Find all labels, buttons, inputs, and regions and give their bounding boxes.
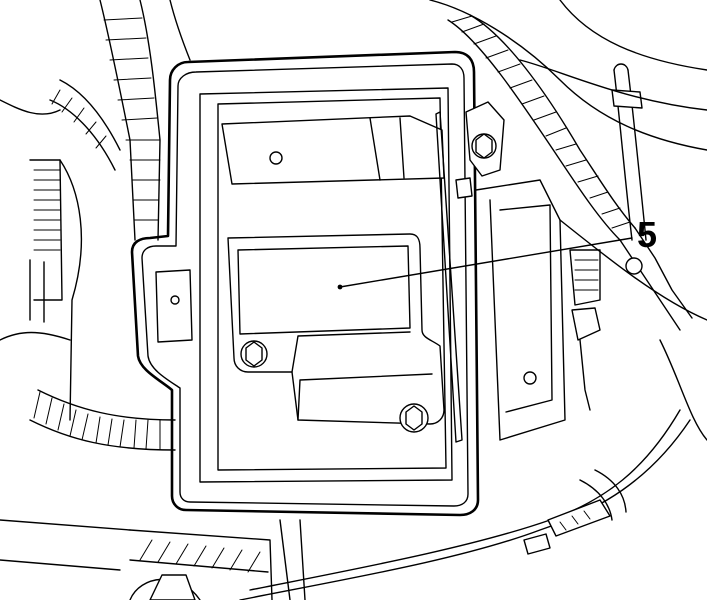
- callout-5-leader-line: [339, 237, 633, 288]
- bottom-crossmember: [0, 519, 306, 600]
- callout-5-number: 5: [637, 214, 657, 255]
- battery-tray: [130, 50, 505, 517]
- right-corrugated-cable: [447, 14, 693, 331]
- bolt-left: [240, 340, 268, 368]
- callout-5-dot: [337, 284, 343, 290]
- bottom-cable-run: [239, 409, 691, 600]
- lower-left-corrugated-tube: [29, 389, 176, 451]
- left-corrugated-hose: [0, 99, 83, 421]
- right-support-bracket: [475, 179, 566, 441]
- right-connectors: [569, 249, 601, 411]
- bolt-upper-right: [465, 101, 505, 177]
- upper-right-tube: [611, 63, 647, 241]
- bolt-right: [399, 403, 429, 433]
- right-body-panel: [429, 0, 707, 441]
- upper-left-harness: [49, 0, 191, 241]
- callout-5: 5: [337, 214, 657, 290]
